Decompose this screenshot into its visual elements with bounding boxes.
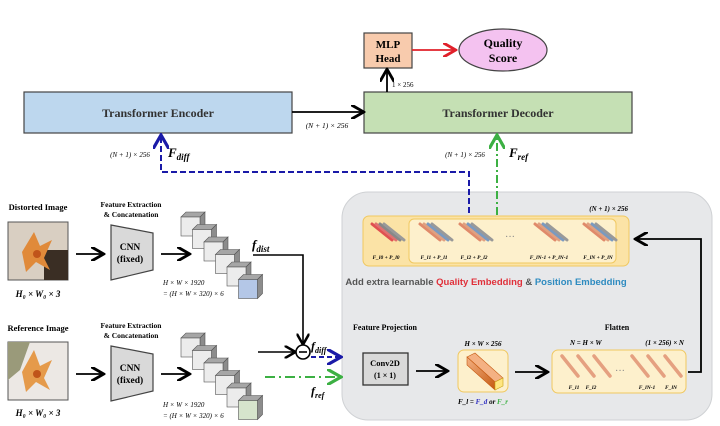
transformer-decoder-box [363,91,633,134]
embedding-token-label: F_lN-1 + P_lN-1 [530,255,569,261]
flattened-vector [630,354,650,378]
quality-score-label-1: Quality [484,36,523,50]
conv2d-box [362,352,409,386]
quality-score-ellipse [458,28,548,72]
reference-cnn-label-1: CNN [120,364,141,374]
flatten-to-embedding-arrow [637,239,702,373]
flattened-vector [576,354,596,378]
quality-score-label-2: Score [489,51,518,65]
f-dist-label: fdist [252,237,270,254]
decoder-output-dim: 1 × 256 [392,81,414,89]
distorted-fe-label-2: & Concatenation [104,210,160,219]
reference-image [7,341,69,401]
distorted-image-dim: H₀ × W₀ × 3 [15,289,61,299]
reference-cnn-block [110,345,154,402]
mlp-head-label-1: MLP [376,39,401,51]
reference-feature-dim-2: = (H × W × 320) × 6 [163,412,224,420]
reference-fe-label-1: Feature Extraction [101,321,163,330]
reference-fe-label-2: & Concatenation [104,331,160,340]
feature-projection-title: Feature Projection [353,323,417,332]
f-ref-small-label: fref [311,384,326,400]
feature-cube [237,273,264,300]
distorted-feature-dim-2: = (H × W × 320) × 6 [163,290,224,298]
reference-feature-cubes [180,332,264,421]
token-vector [470,222,494,242]
token-vector [382,222,406,242]
decoder-input-dim: (N + 1) × 256 [445,151,485,159]
projected-feature-equation: F_l = F_d or F_r [458,398,508,406]
token-vector [378,222,402,242]
distorted-image [7,221,69,281]
token-vector [533,222,557,242]
f-dist-arrow [253,254,303,343]
mlp-head-box [363,32,413,69]
flatten-token-label: F_l1 [569,385,580,391]
token-vector [370,222,394,242]
token-vector [430,222,454,242]
flattened-vector [663,354,683,378]
flatten-ellipsis: ··· [615,366,625,377]
subtract-node [295,344,311,360]
flatten-token-label: F_l2 [586,385,597,391]
flattened-vector [560,354,580,378]
embedding-caption: Add extra learnable Quality Embedding & … [345,277,627,288]
embedding-dim: (N + 1) × 256 [589,205,628,213]
token-vector [458,222,482,242]
distorted-cnn-label-2: (fixed) [117,254,143,265]
flatten-token-label: F_lN [665,385,678,391]
feature-cube [237,394,264,421]
projected-feature-cube [466,352,504,391]
cube-dim: H × W × 256 [464,340,502,348]
reference-feature-dim-1: H × W × 1920 [162,401,205,409]
token-vector [422,222,446,242]
distorted-feature-dim-1: H × W × 1920 [162,279,205,287]
flatten-token-label: F_lN-1 [639,385,656,391]
f-diff-label: Fdiff [167,145,191,162]
conv2d-label-2: (1 × 1) [374,371,396,380]
mlp-head-label-2: Head [375,53,400,65]
token-vector [582,222,606,242]
flatten-title: Flatten [605,323,630,332]
embedding-token-label: F_l0 + P_l0 [373,255,400,261]
token-vector [462,222,486,242]
transformer-decoder-label: Transformer Decoder [442,106,554,120]
token-vector [466,222,490,242]
conv2d-label-1: Conv2D [370,358,400,368]
token-vector [545,222,569,242]
reference-image-dim: H₀ × W₀ × 3 [15,408,61,418]
token-vector [537,222,561,242]
transformer-encoder-box [23,91,293,134]
encoder-output-dim: (N + 1) × 256 [306,121,349,130]
transformer-encoder-label: Transformer Encoder [102,106,215,120]
reference-image-title: Reference Image [8,323,69,333]
f-diff-small-label: fdiff [311,339,328,355]
distorted-cnn-block [110,224,154,281]
embedding-ellipsis: ··· [505,232,515,243]
flattened-vectors [560,354,683,378]
embedding-token-label: F_l1 + P_l1 [421,255,448,261]
flatten-n-equation: N = H × W [569,339,602,347]
distorted-cnn-label-1: CNN [120,243,141,253]
token-vector [590,222,614,242]
reference-cnn-label-2: (fixed) [117,375,143,386]
token-vector [541,222,565,242]
f-ref-label: Fref [508,145,529,162]
embedding-token-label: F_lN + P_lN [583,255,613,261]
distorted-image-title: Distorted Image [9,202,68,212]
token-vector [586,222,610,242]
f-diff-dashed-arrow [161,137,470,213]
flattened-vector [592,354,612,378]
embedding-token-label: F_l2 + P_l2 [461,255,488,261]
flatten-dim: (1 × 256) × N [645,339,685,347]
token-vector [426,222,450,242]
embedding-token-vectors [370,222,618,242]
distorted-feature-cubes [180,211,264,300]
distorted-fe-label-1: Feature Extraction [101,200,163,209]
flattened-vector [646,354,666,378]
token-vector [418,222,442,242]
encoder-input-dim: (N + 1) × 256 [110,151,150,159]
token-vector [594,222,618,242]
token-vector [374,222,398,242]
